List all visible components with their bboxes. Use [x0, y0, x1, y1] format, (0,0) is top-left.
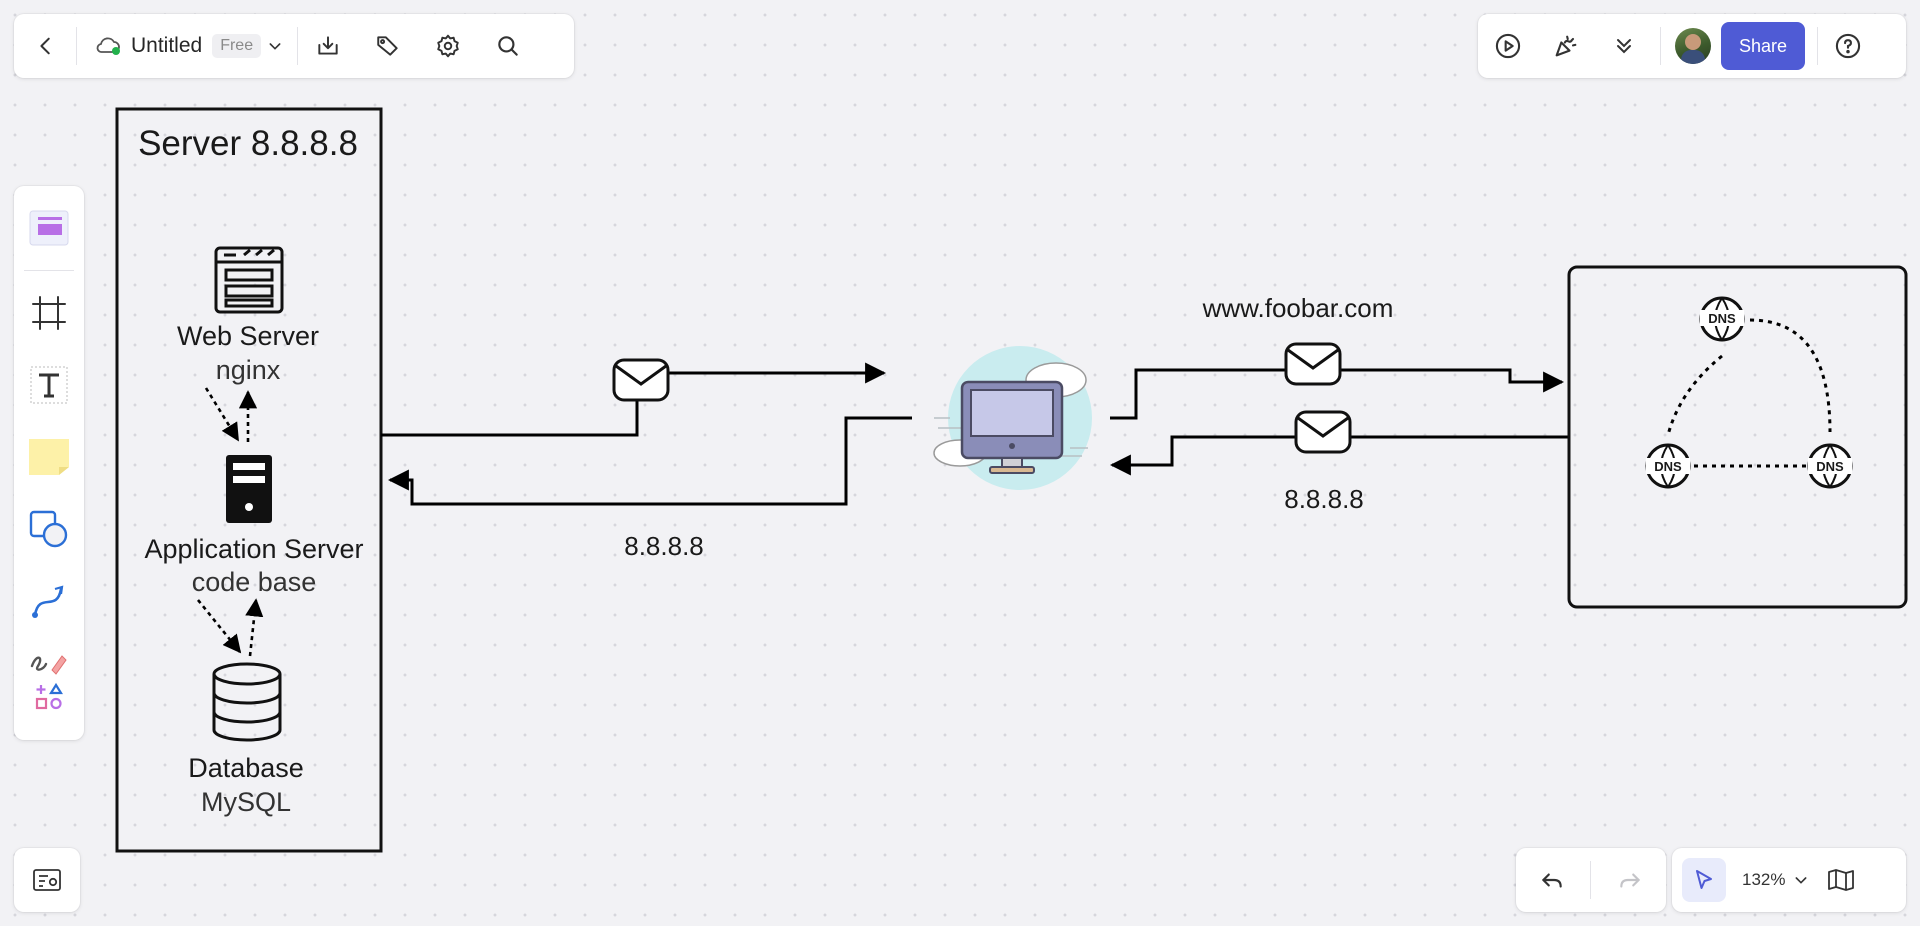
app-server-icon[interactable]: [226, 455, 272, 523]
document-title[interactable]: Untitled: [131, 34, 203, 57]
apps-icon: [35, 682, 63, 710]
play-icon: [1495, 33, 1521, 59]
divider: [297, 27, 299, 65]
tag-button[interactable]: [366, 24, 410, 68]
server-title[interactable]: Server 8.8.8.8: [138, 124, 358, 163]
search-button[interactable]: [486, 24, 530, 68]
divider: [1590, 861, 1592, 899]
app-server-software[interactable]: code base: [191, 567, 317, 597]
divider: [1817, 27, 1818, 65]
sticky-note-tool[interactable]: [21, 429, 77, 485]
gear-icon: [437, 34, 459, 58]
templates-tool[interactable]: [21, 200, 77, 256]
dns-container[interactable]: [1567, 265, 1908, 609]
map-button[interactable]: [1819, 858, 1863, 902]
zoom-panel: 132%: [1672, 848, 1906, 912]
search-icon: [498, 36, 518, 56]
envelope-icon[interactable]: [1284, 342, 1342, 386]
celebrate-button[interactable]: [1544, 24, 1588, 68]
pen-tool[interactable]: [21, 645, 77, 675]
text-icon: [30, 366, 68, 404]
database-software[interactable]: MySQL: [200, 787, 292, 817]
dns-node-left[interactable]: [1645, 443, 1691, 489]
zoom-level[interactable]: 132%: [1742, 870, 1786, 889]
database-icon[interactable]: [212, 662, 282, 742]
dns-node-label: DNS: [1654, 459, 1682, 474]
history-panel: [1516, 848, 1666, 912]
tag-icon: [377, 36, 398, 56]
divider: [24, 270, 74, 271]
top-right-toolbar: Share: [1478, 14, 1906, 78]
doc-title-group[interactable]: Untitled Free: [95, 34, 283, 58]
connector-icon: [32, 585, 64, 618]
more-tools[interactable]: [21, 679, 77, 715]
server-client-connections: [381, 362, 912, 506]
envelope-icon[interactable]: [1294, 410, 1352, 454]
book-map-icon: [1828, 869, 1855, 891]
chevron-down-icon[interactable]: [267, 38, 283, 54]
frame-icon: [32, 296, 66, 330]
dns-node-right[interactable]: [1807, 443, 1853, 489]
settings-button[interactable]: [426, 24, 470, 68]
dns-mesh-connections: [1666, 318, 1832, 468]
text-tool[interactable]: [21, 357, 77, 413]
party-icon: [1555, 35, 1577, 57]
dns-node-label: DNS: [1708, 311, 1736, 326]
dns-node-label: DNS: [1816, 459, 1844, 474]
ip-label-right[interactable]: 8.8.8.8: [1284, 484, 1364, 514]
help-icon: [1835, 33, 1861, 59]
shapes-icon: [29, 510, 68, 548]
plan-badge: Free: [212, 34, 262, 58]
domain-label[interactable]: www.foobar.com: [1202, 293, 1394, 323]
ip-label-left[interactable]: 8.8.8.8: [624, 531, 704, 561]
template-icon: [29, 210, 69, 246]
app-server-name[interactable]: Application Server: [144, 534, 364, 564]
cursor-icon: [1696, 870, 1712, 889]
map-overview-button[interactable]: [25, 858, 69, 902]
divider: [1660, 27, 1661, 65]
client-computer-icon[interactable]: [933, 346, 1092, 490]
bottom-left-panel: [14, 848, 80, 912]
more-button[interactable]: [1602, 24, 1646, 68]
internal-connections: [196, 387, 264, 657]
connector-tool[interactable]: [21, 573, 77, 629]
back-button[interactable]: [24, 24, 68, 68]
select-tool-button[interactable]: [1682, 858, 1726, 902]
chevron-down-icon[interactable]: [1793, 872, 1809, 888]
divider: [76, 27, 77, 65]
database-name[interactable]: Database: [188, 753, 304, 783]
web-server-name[interactable]: Web Server: [176, 321, 320, 351]
minimap-icon: [33, 869, 61, 891]
frame-tool[interactable]: [21, 285, 77, 341]
top-left-toolbar: Untitled Free: [14, 14, 574, 78]
redo-button[interactable]: [1608, 858, 1652, 902]
sticky-note-icon: [29, 439, 69, 475]
redo-icon: [1620, 873, 1640, 888]
shapes-tool[interactable]: [21, 501, 77, 557]
help-button[interactable]: [1826, 24, 1870, 68]
cloud-sync-icon: [96, 37, 120, 55]
undo-icon: [1542, 873, 1562, 888]
pen-icon: [30, 655, 67, 675]
web-server-software[interactable]: nginx: [215, 355, 281, 385]
undo-button[interactable]: [1530, 858, 1574, 902]
avatar[interactable]: [1675, 28, 1711, 64]
download-icon: [318, 36, 338, 55]
chevron-left-icon: [40, 37, 50, 55]
left-toolbar: [14, 186, 84, 740]
web-server-icon[interactable]: [214, 246, 284, 314]
dns-node-top[interactable]: [1699, 296, 1745, 342]
present-button[interactable]: [1486, 24, 1530, 68]
double-chevron-down-icon: [1617, 39, 1631, 54]
share-button[interactable]: Share: [1721, 22, 1805, 70]
envelope-icon[interactable]: [612, 358, 670, 402]
download-button[interactable]: [306, 24, 350, 68]
server-container[interactable]: [115, 107, 383, 853]
